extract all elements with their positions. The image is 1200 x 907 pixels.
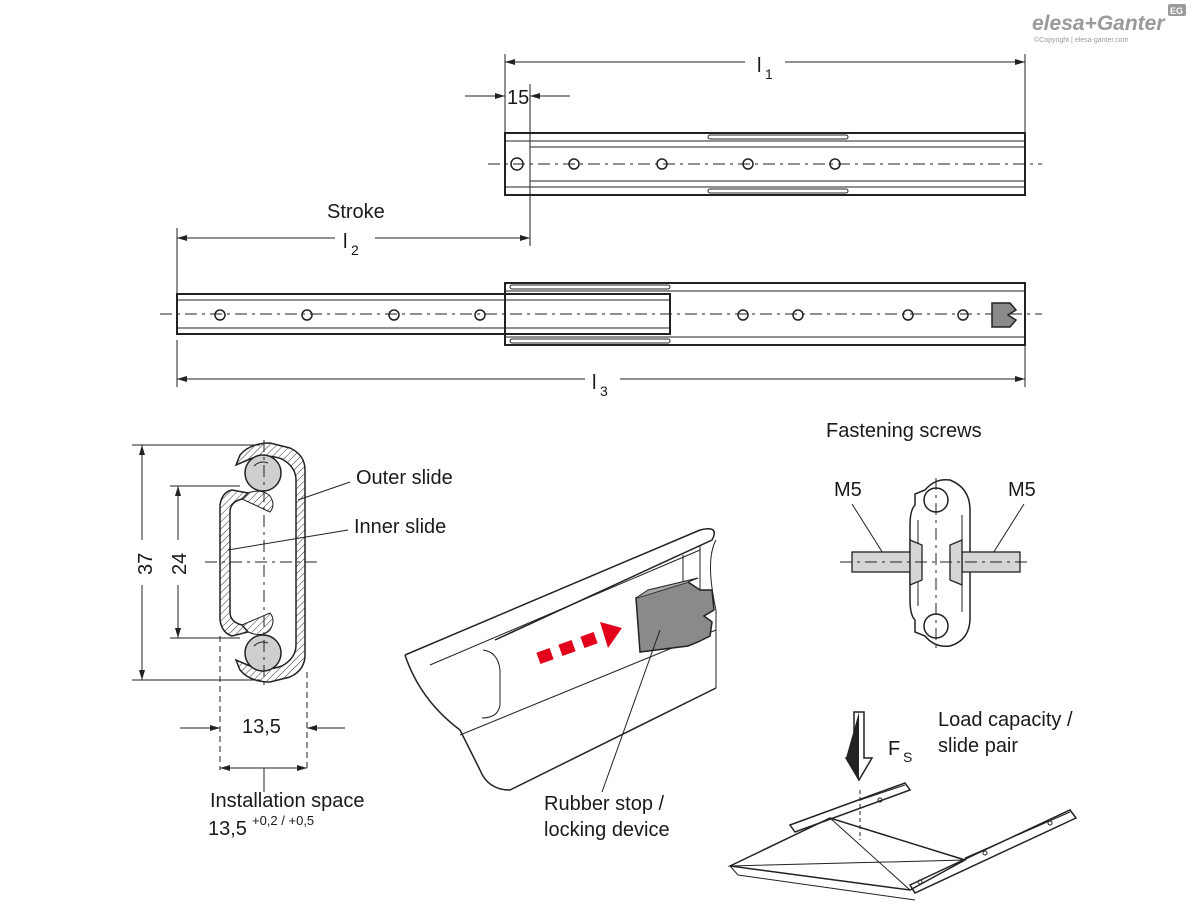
dim-24: 24 [169,553,191,575]
dim-l1-sub: 1 [765,66,773,82]
load-capacity-detail: F S Load capacity / slide pair [727,709,1078,901]
dim-15: 15 [507,87,529,109]
label-outer-slide: Outer slide [356,467,453,489]
label-installation-space: Installation space [210,790,365,812]
logo-badge-bg [1168,4,1186,16]
brand-logo: elesa+Ganter EG ©Copyright | elesa-gante… [1032,4,1186,44]
cross-section: 37 24 Outer slide Inner slide 13,5 I [132,440,453,840]
label-fastening-screws: Fastening screws [826,420,982,442]
label-screw-left: M5 [834,479,862,501]
dim-37: 37 [135,553,157,575]
label-inner-slide: Inner slide [354,516,446,538]
extended-slide-view: l 3 [160,282,1042,399]
label-load-2: slide pair [938,735,1018,757]
label-rubber-stop-2: locking device [544,819,670,841]
label-load-1: Load capacity / [938,709,1073,731]
logo-text: elesa+Ganter [1032,12,1166,35]
dim-width: 13,5 [242,716,281,738]
label-rubber-stop-1: Rubber stop / [544,793,665,815]
dim-l1: l [757,55,761,77]
label-screw-right: M5 [1008,479,1036,501]
logo-badge: EG [1170,6,1183,16]
dim-l3-sub: 3 [600,383,608,399]
dim-l2-sub: 2 [351,242,359,258]
force-sub: S [903,749,912,765]
label-stroke: Stroke [327,201,385,223]
force-symbol: F [888,738,900,760]
top-slide-view: l 1 15 [465,54,1042,246]
rubber-stop-detail: Rubber stop / locking device [404,528,717,841]
dim-l2: l [343,231,347,253]
dim-l3: l [592,372,596,394]
fastening-screws-detail: Fastening screws M5 M5 [826,420,1036,650]
installation-tolerance: +0,2 / +0,5 [252,813,314,828]
logo-copyright: ©Copyright | elesa-ganter.com [1034,36,1129,44]
installation-value: 13,5 [208,818,247,840]
